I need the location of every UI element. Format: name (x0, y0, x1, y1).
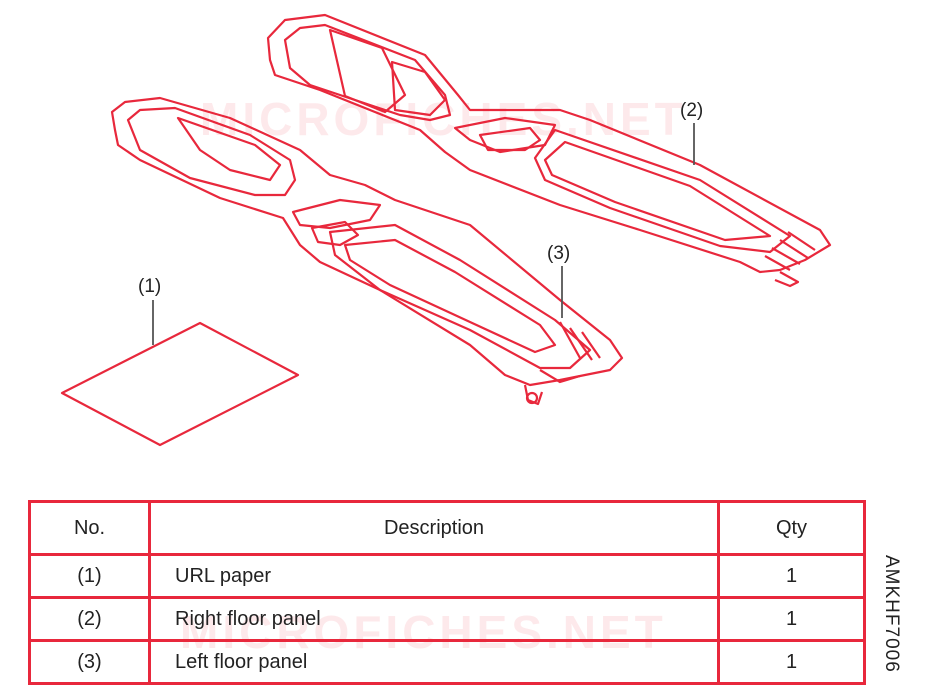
row-qty: 1 (717, 639, 866, 685)
callout-2: (2) (680, 100, 704, 121)
table-row: (3) Left floor panel 1 (28, 639, 866, 685)
left-floor-panel-drawing (110, 96, 624, 406)
parts-table: No. Description Qty (1) URL paper 1 (2) … (28, 500, 866, 685)
row-no: (1) (28, 553, 151, 599)
header-description: Description (148, 500, 720, 556)
callout-3: (3) (547, 243, 571, 264)
header-no: No. (28, 500, 151, 556)
header-qty: Qty (717, 500, 866, 556)
callout-1: (1) (138, 276, 162, 297)
table-row: (1) URL paper 1 (28, 553, 866, 599)
row-description: URL paper (148, 553, 720, 599)
url-paper-drawing (60, 321, 300, 447)
table-header-row: No. Description Qty (28, 500, 866, 556)
table-row: (2) Right floor panel 1 (28, 596, 866, 642)
row-qty: 1 (717, 553, 866, 599)
right-floor-panel-drawing (266, 13, 832, 288)
parts-diagram (60, 13, 832, 447)
watermark-top: MICROFICHES.NET (200, 93, 687, 145)
row-description: Left floor panel (148, 639, 720, 685)
row-description: Right floor panel (148, 596, 720, 642)
diagram-code: AMKHF7006 (881, 555, 902, 673)
row-no: (3) (28, 639, 151, 685)
row-no: (2) (28, 596, 151, 642)
row-qty: 1 (717, 596, 866, 642)
